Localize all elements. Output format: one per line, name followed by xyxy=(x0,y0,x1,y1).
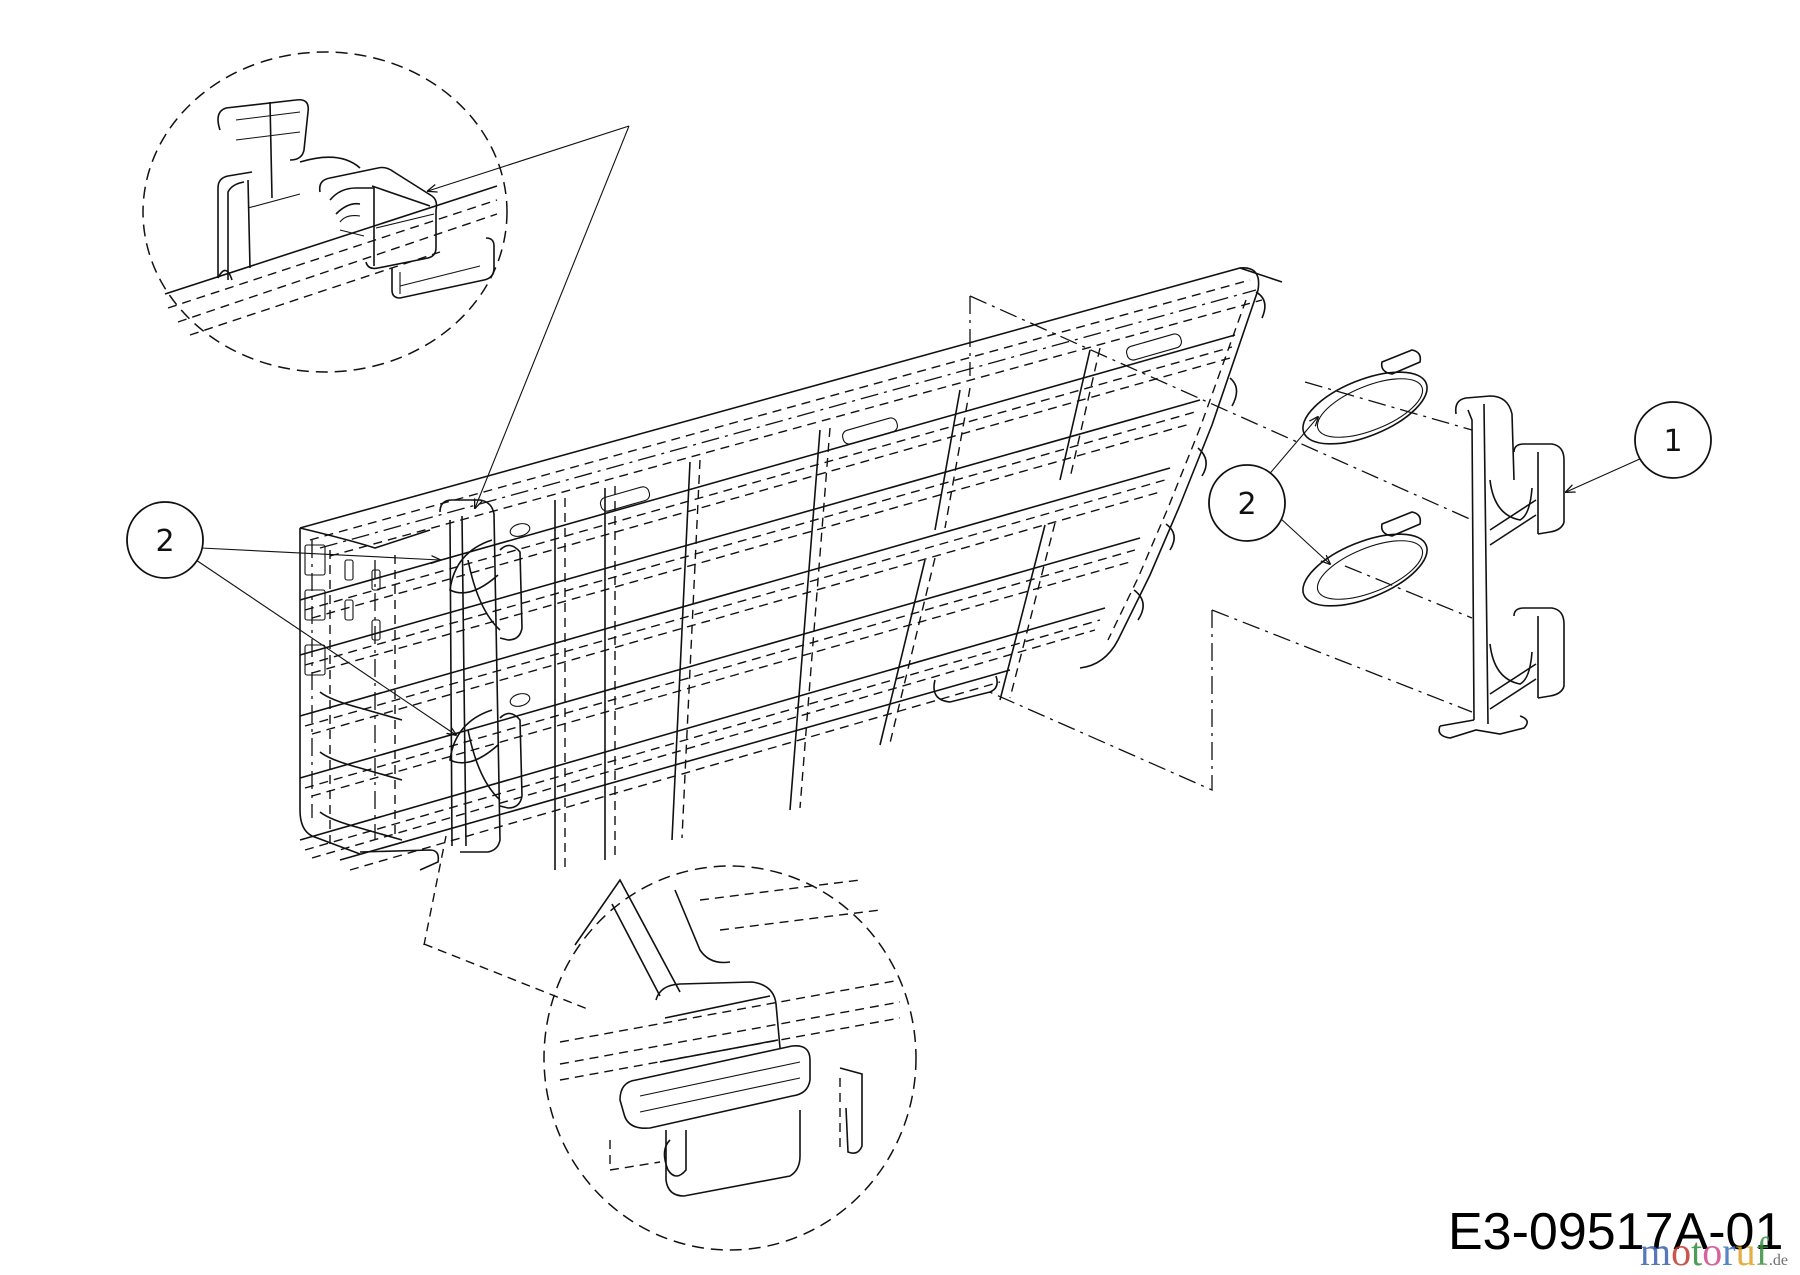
side-clip-bracket xyxy=(1438,395,1565,739)
watermark-letter: r xyxy=(1722,1229,1736,1274)
assembly-line xyxy=(1304,381,1473,431)
watermark-letter: m xyxy=(1640,1229,1672,1274)
watermark-letter: t xyxy=(1691,1229,1703,1274)
assembly-line xyxy=(984,610,1213,791)
drawing-number: E3-09517A-01 xyxy=(1448,1203,1784,1261)
watermark-letter: u xyxy=(1735,1229,1756,1274)
horizontal-rails xyxy=(299,334,1236,871)
hose-clamp-ring-upper xyxy=(1302,349,1428,445)
callout-bubble-2-right[interactable]: 2 xyxy=(1208,464,1286,542)
leader-line xyxy=(1566,457,1643,492)
leader-line xyxy=(428,125,630,191)
callout-label: 1 xyxy=(1663,424,1682,459)
watermark-letter: o xyxy=(1671,1229,1692,1274)
callout-bubble-2-left[interactable]: 2 xyxy=(126,501,204,579)
watermark-letter: o xyxy=(1702,1229,1723,1274)
callout-label: 2 xyxy=(155,524,174,559)
mounted-clip xyxy=(439,499,531,853)
vertical-ribs xyxy=(554,347,1101,870)
callout-label: 2 xyxy=(1237,487,1256,522)
assembly-line xyxy=(1344,565,1473,619)
leader-line xyxy=(200,547,440,560)
watermark-suffix: .de xyxy=(1768,1252,1789,1269)
callout-bubble-1[interactable]: 1 xyxy=(1634,401,1712,479)
detail-view-top xyxy=(142,51,508,373)
basket-frame xyxy=(299,267,1283,871)
assembly-line xyxy=(969,295,1473,521)
leader-line xyxy=(1279,517,1330,564)
watermark-letter: f xyxy=(1755,1229,1769,1274)
leader-line xyxy=(475,125,630,508)
assembly-line xyxy=(1211,609,1473,713)
leader-line xyxy=(1265,417,1318,479)
watermark-logo: motoruf.de xyxy=(1640,1228,1788,1275)
leader-line xyxy=(423,943,591,1011)
leader-line xyxy=(195,559,456,735)
detail-view-bottom xyxy=(423,835,917,1251)
hose-clamp-ring-lower xyxy=(1302,511,1428,607)
